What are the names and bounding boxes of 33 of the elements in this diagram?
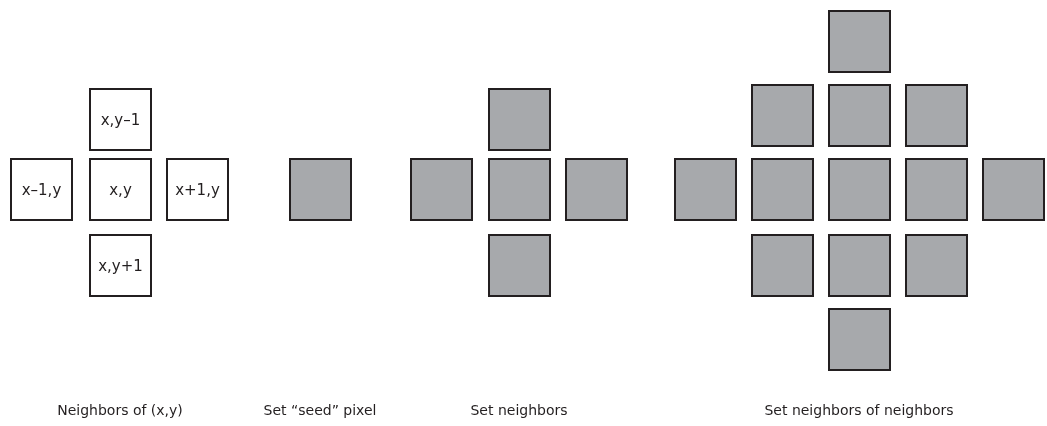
coordinate-label: x,y+1 (98, 256, 143, 275)
filled-pixel (289, 158, 352, 221)
neighbor-cell (166, 158, 229, 221)
filled-pixel (751, 234, 814, 297)
filled-pixel (751, 158, 814, 221)
coordinate-label: x+1,y (175, 180, 220, 199)
caption: Set neighbors of neighbors (764, 402, 954, 418)
coordinate-label: x,y–1 (100, 110, 141, 129)
neighbor-cell (89, 234, 152, 297)
filled-pixel (410, 158, 473, 221)
neighbor-cell (89, 158, 152, 221)
neighbor-cell (89, 88, 152, 151)
filled-pixel (488, 234, 551, 297)
filled-pixel (828, 234, 891, 297)
neighbor-cell (10, 158, 73, 221)
filled-pixel (905, 234, 968, 297)
filled-pixel (674, 158, 737, 221)
filled-pixel (488, 88, 551, 151)
filled-pixel (828, 84, 891, 147)
filled-pixel (488, 158, 551, 221)
filled-pixel (982, 158, 1045, 221)
coordinate-label: x,y (109, 180, 132, 199)
filled-pixel (828, 308, 891, 371)
filled-pixel (828, 158, 891, 221)
caption: Set “seed” pixel (263, 402, 377, 418)
filled-pixel (905, 84, 968, 147)
caption: Neighbors of (x,y) (57, 402, 183, 418)
filled-pixel (828, 10, 891, 73)
filled-pixel (751, 84, 814, 147)
filled-pixel (905, 158, 968, 221)
filled-pixel (565, 158, 628, 221)
coordinate-label: x–1,y (21, 180, 62, 199)
caption: Set neighbors (470, 402, 568, 418)
